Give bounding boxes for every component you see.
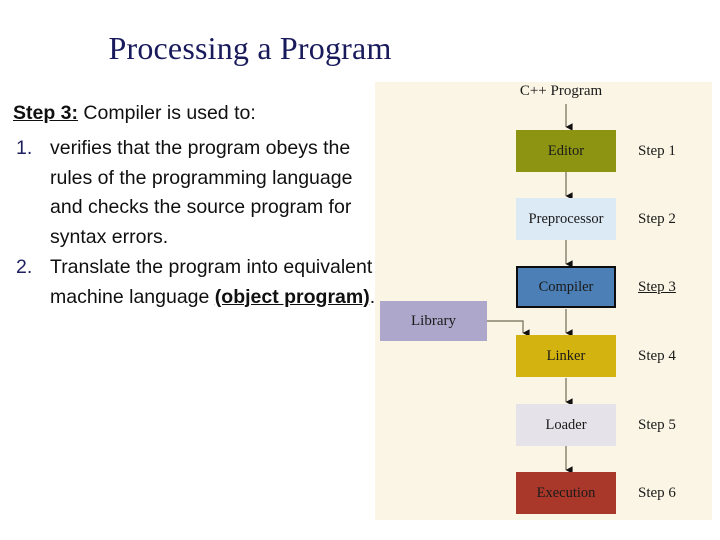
list-item-text-tail: . (369, 285, 376, 308)
stage-box-loader[interactable]: Loader (516, 404, 616, 446)
step-label-6: Step 6 (638, 485, 676, 501)
list-item: 2. Translate the program into equivalent … (10, 253, 385, 312)
stage-box-compiler[interactable]: Compiler (516, 266, 616, 308)
page-title: Processing a Program (108, 30, 392, 66)
flow-connectors (487, 104, 573, 474)
source-program-label: C++ Program (519, 83, 603, 99)
step-lead-line: Step 3: Compiler is used to: (13, 98, 385, 128)
stage-box-editor[interactable]: Editor (516, 130, 616, 172)
stage-box-linker[interactable]: Linker (516, 335, 616, 377)
list-item-text: verifies that the program obeys the rule… (50, 137, 353, 248)
step-lead-rest: Compiler is used to: (78, 102, 256, 124)
stage-box-execution[interactable]: Execution (516, 472, 616, 514)
step-label-1: Step 1 (638, 143, 676, 159)
step-label-5: Step 5 (638, 417, 676, 433)
step-label-4: Step 4 (638, 348, 676, 364)
library-box[interactable]: Library (380, 301, 487, 341)
stage-box-preprocessor[interactable]: Preprocessor (516, 198, 616, 240)
step-label-2: Step 2 (638, 211, 676, 227)
numbered-list: 1. verifies that the program obeys the ru… (10, 134, 385, 312)
list-item-emphasis: (object program) (214, 285, 370, 308)
list-item: 1. verifies that the program obeys the ru… (10, 134, 385, 252)
list-item-marker: 2. (16, 256, 33, 278)
text-content: Step 3: Compiler is used to: 1. verifies … (10, 98, 385, 313)
list-item-text: Translate the program into equivalent ma… (50, 256, 373, 308)
step-label-3: Step 3 (638, 279, 676, 295)
compilation-flow-diagram: C++ Program Editor Preprocessor Compiler… (375, 82, 712, 520)
step-lead-strong: Step 3: (13, 102, 79, 124)
list-item-marker: 1. (16, 137, 33, 159)
